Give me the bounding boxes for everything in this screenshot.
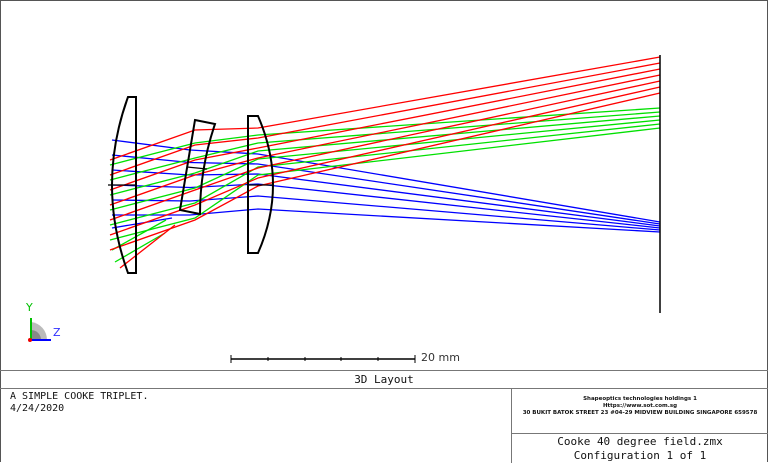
ray-field-2 <box>109 115 661 196</box>
divider <box>0 388 768 389</box>
description: A SIMPLE COOKE TRIPLET. <box>10 391 149 402</box>
lens-element-3 <box>247 115 274 254</box>
ray-field-3 <box>109 74 661 206</box>
scale-bar <box>230 355 416 363</box>
configuration: Configuration 1 of 1 <box>573 449 707 462</box>
divider <box>0 370 768 371</box>
company-name: Shapeoptics technologies holdings 1 <box>583 396 697 402</box>
company-address: 30 BUKIT BATOK STREET 23 #04-29 MIDVIEW … <box>522 410 758 416</box>
file-box: Cooke 40 degree field.zmx Configuration … <box>512 435 768 463</box>
divider <box>511 388 512 463</box>
layout-plot <box>28 55 661 363</box>
company-url: Https://www.sot.com.sg <box>602 403 678 409</box>
ray-field-2 <box>109 111 661 181</box>
notes-box: A SIMPLE COOKE TRIPLET.4/24/2020 <box>10 391 148 415</box>
plot-title: 3D Layout <box>354 373 414 386</box>
ray-field-3 <box>109 56 661 161</box>
ray-bundles <box>109 56 661 269</box>
ray-field-3 <box>119 224 176 269</box>
ray-field-2 <box>109 107 661 166</box>
ray-field-1 <box>111 139 661 223</box>
ray-field-2 <box>111 219 167 251</box>
axis-z-label: Z <box>53 326 61 339</box>
ray-field-1 <box>111 217 173 229</box>
ray-field-3 <box>109 68 661 191</box>
ray-field-2 <box>109 123 661 226</box>
ray-field-3 <box>109 86 661 236</box>
company-box: Shapeoptics technologies holdings 1 Http… <box>512 396 768 417</box>
ray-field-2 <box>109 127 661 241</box>
scale-bar-label: 20 mm <box>421 351 460 364</box>
lens-elements <box>108 96 274 274</box>
divider <box>511 433 768 434</box>
date: 4/24/2020 <box>10 403 65 414</box>
file-name: Cooke 40 degree field.zmx <box>557 435 723 448</box>
axis-triad-icon <box>28 318 51 342</box>
ray-field-3 <box>109 62 661 176</box>
lens-element-2 <box>178 118 217 216</box>
ray-field-3 <box>109 92 661 251</box>
lens-element-1 <box>111 96 137 274</box>
axis-y-label: Y <box>26 301 33 314</box>
ray-field-3 <box>109 80 661 221</box>
